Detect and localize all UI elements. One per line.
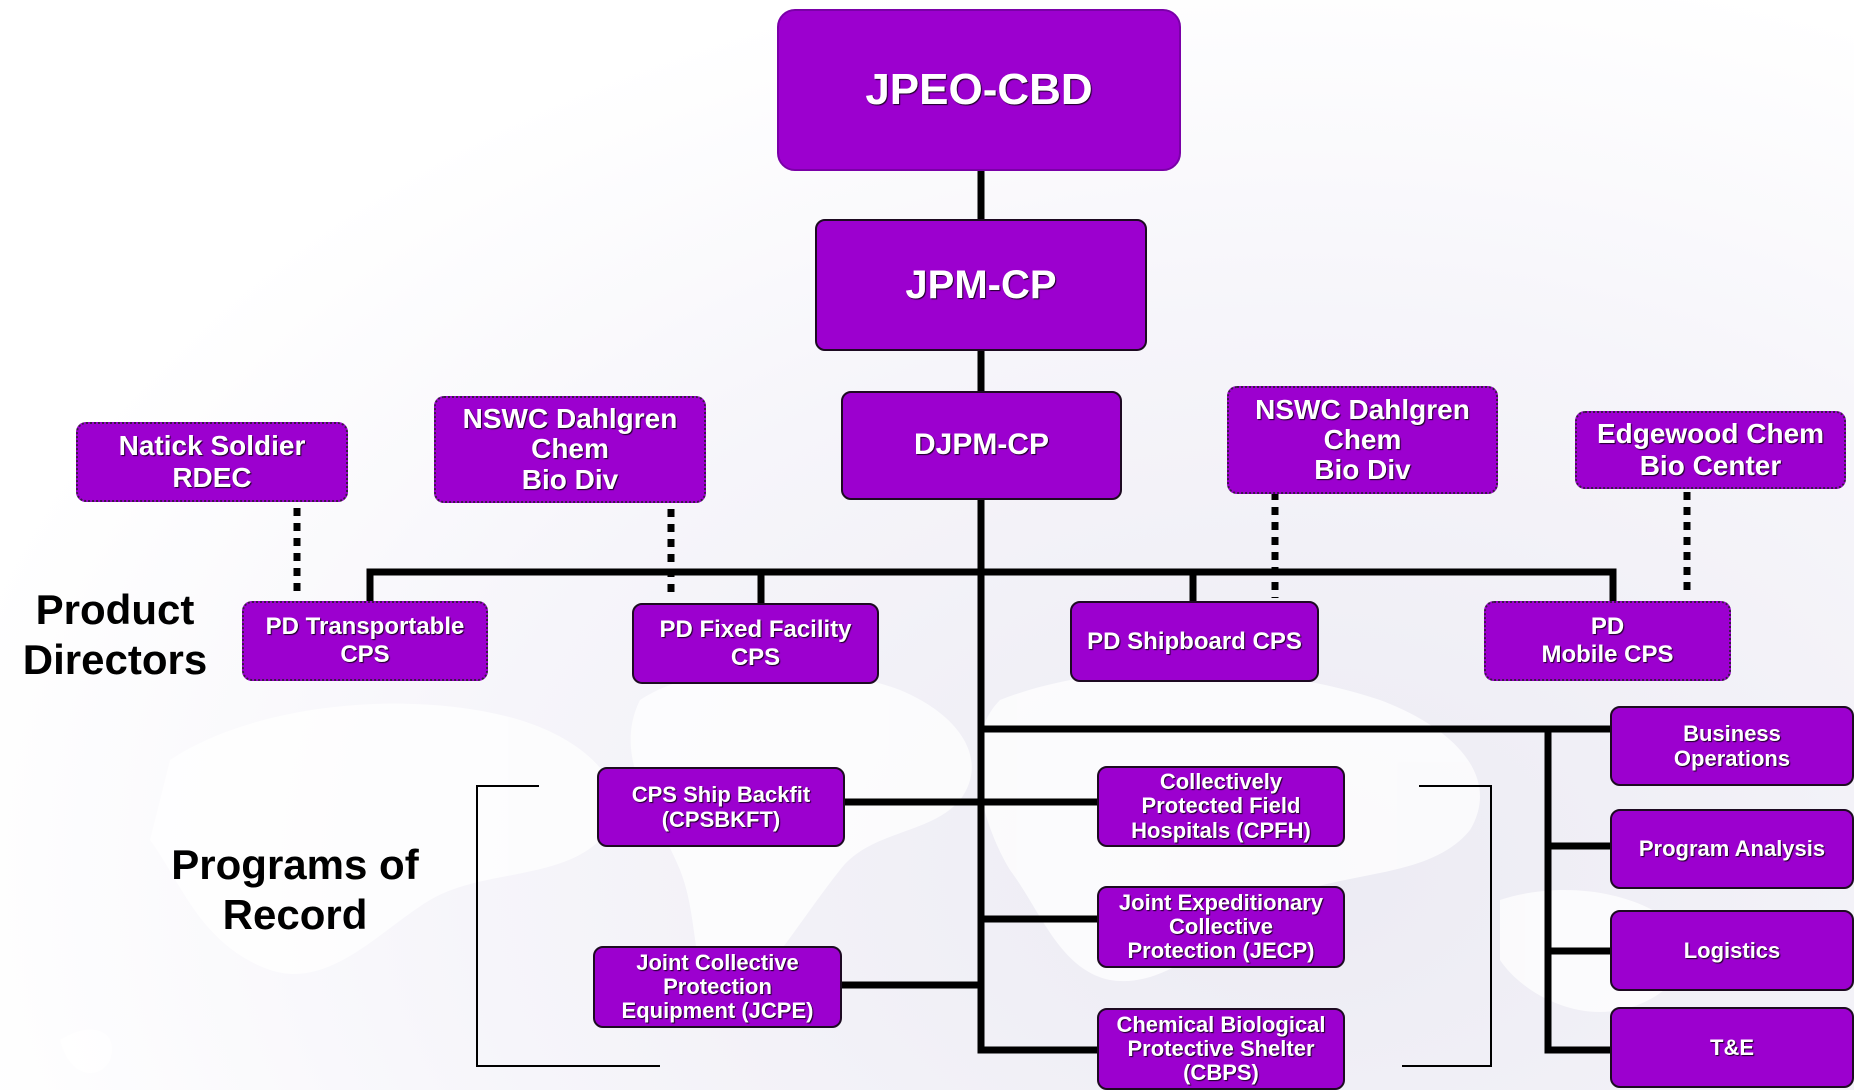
- business-operations-box: Business Operations: [1610, 706, 1854, 786]
- cbps-box: Chemical Biological Protective Shelter (…: [1097, 1008, 1345, 1090]
- natick-rdec-box: Natick Soldier RDEC: [76, 422, 348, 502]
- djpm-cp-box: DJPM-CP: [841, 391, 1122, 500]
- nswc-dahlgren-left-box: NSWC Dahlgren Chem Bio Div: [434, 396, 706, 503]
- cps-ship-backfit-box: CPS Ship Backfit (CPSBKFT): [597, 767, 845, 847]
- product-directors-label: Product Directors: [22, 586, 208, 684]
- programs-of-record-label: Programs of Record: [171, 841, 419, 939]
- jcpe-box: Joint Collective Protection Equipment (J…: [593, 946, 842, 1028]
- pd-mobile-cps-box: PD Mobile CPS: [1484, 601, 1731, 681]
- edgewood-chem-bio-box: Edgewood Chem Bio Center: [1575, 411, 1846, 489]
- pd-fixed-facility-cps-box: PD Fixed Facility CPS: [632, 603, 879, 684]
- nswc-dahlgren-right-box: NSWC Dahlgren Chem Bio Div: [1227, 386, 1498, 494]
- te-box: T&E: [1610, 1007, 1854, 1088]
- pd-shipboard-cps-box: PD Shipboard CPS: [1070, 601, 1319, 682]
- jecp-box: Joint Expeditionary Collective Protectio…: [1097, 886, 1345, 968]
- program-analysis-box: Program Analysis: [1610, 809, 1854, 889]
- jpeo-cbd-box: JPEO-CBD: [777, 9, 1181, 171]
- pd-transportable-cps-box: PD Transportable CPS: [242, 601, 488, 681]
- jpm-cp-box: JPM-CP: [815, 219, 1147, 351]
- logistics-box: Logistics: [1610, 910, 1854, 991]
- cpfh-box: Collectively Protected Field Hospitals (…: [1097, 766, 1345, 847]
